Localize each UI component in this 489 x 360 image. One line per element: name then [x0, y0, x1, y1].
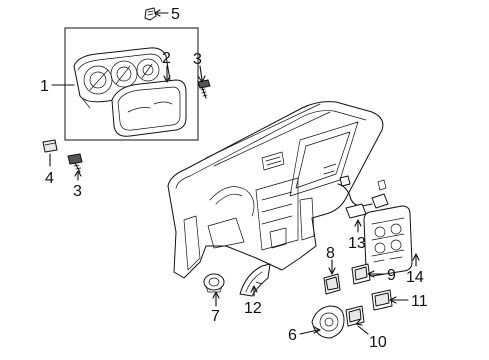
callout-5: 5 [171, 6, 180, 23]
switch-11-part [371, 289, 393, 311]
screw-lower-part [67, 153, 83, 173]
round-switch-part [311, 305, 345, 339]
cluster-lens-part [111, 79, 187, 137]
switch-10-part [345, 305, 365, 327]
callout-14: 14 [406, 269, 424, 286]
callout-3-lower: 3 [73, 183, 82, 200]
screw-upper-part [197, 79, 211, 99]
clip-part [144, 7, 157, 21]
callout-13: 13 [348, 235, 366, 252]
wiring-sensor-part [337, 175, 389, 219]
climate-control-part [363, 205, 413, 277]
callout-4: 4 [45, 170, 54, 187]
callout-labels: 1 2 3 3 4 5 6 7 8 9 10 11 12 13 14 [40, 6, 428, 351]
callout-9: 9 [387, 267, 396, 284]
callout-11: 11 [411, 293, 428, 310]
cluster-group-box [64, 27, 199, 141]
callout-8: 8 [326, 245, 335, 262]
small-switch-part [42, 139, 58, 153]
callout-12: 12 [244, 300, 262, 317]
switch-8-part [323, 273, 341, 295]
callout-1: 1 [40, 78, 49, 95]
callout-3-upper: 3 [193, 51, 202, 68]
switch-9-part [351, 263, 371, 285]
callout-7: 7 [211, 308, 220, 325]
trim-bezel-part [239, 263, 271, 297]
knob-part [203, 273, 225, 293]
callout-2: 2 [162, 50, 171, 67]
callout-10: 10 [369, 334, 387, 351]
callout-6: 6 [288, 327, 297, 344]
leader-lines [49, 9, 420, 335]
instrument-panel-part [167, 101, 384, 279]
